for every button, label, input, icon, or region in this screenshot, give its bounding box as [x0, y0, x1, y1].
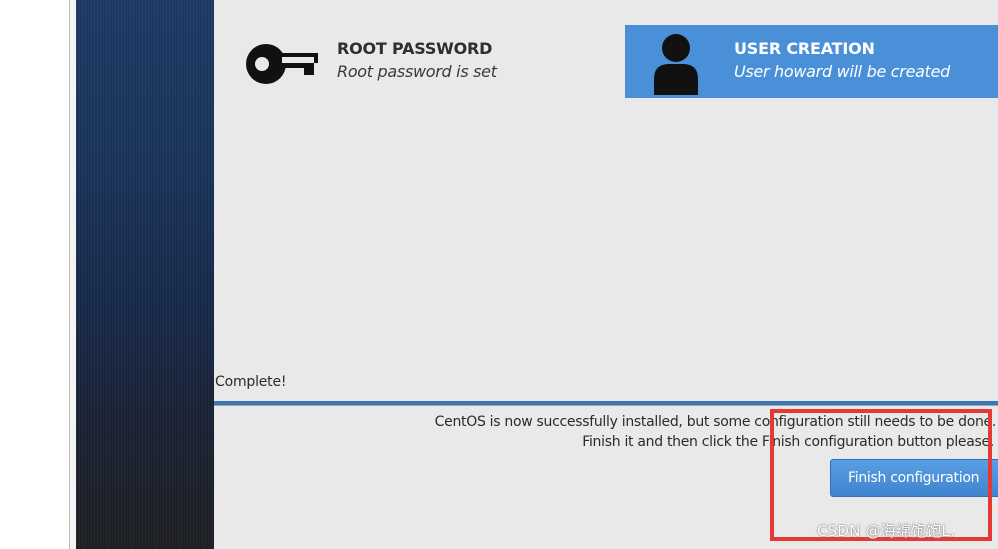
root-password-spoke[interactable]: ROOT PASSWORD Root password is set — [238, 34, 618, 104]
message-line-1: CentOS is now successfully installed, bu… — [434, 414, 997, 430]
finish-configuration-button[interactable]: Finish configuration — [830, 459, 998, 497]
installer-sidebar — [76, 0, 214, 549]
install-complete-message: CentOS is now successfully installed, bu… — [433, 412, 997, 452]
outer-divider — [69, 0, 70, 549]
key-icon — [242, 38, 318, 94]
progress-bar-fill — [214, 401, 998, 405]
outer-background — [0, 0, 69, 549]
progress-bar — [214, 401, 998, 405]
watermark: CSDN @海绵饱饱L. — [817, 522, 956, 540]
progress-label: Complete! — [215, 374, 287, 390]
user-creation-title: USER CREATION — [734, 39, 875, 58]
user-creation-status: User howard will be created — [734, 62, 950, 81]
outer-gap — [70, 0, 76, 549]
root-password-title: ROOT PASSWORD — [337, 39, 493, 58]
user-icon — [651, 33, 701, 99]
root-password-status: Root password is set — [337, 62, 497, 81]
message-line-2: Finish it and then click the Finish conf… — [582, 434, 994, 450]
installer-main-panel: ROOT PASSWORD Root password is set USER … — [214, 0, 998, 549]
progress-divider — [214, 405, 998, 406]
user-creation-spoke[interactable]: USER CREATION User howard will be create… — [625, 25, 998, 98]
